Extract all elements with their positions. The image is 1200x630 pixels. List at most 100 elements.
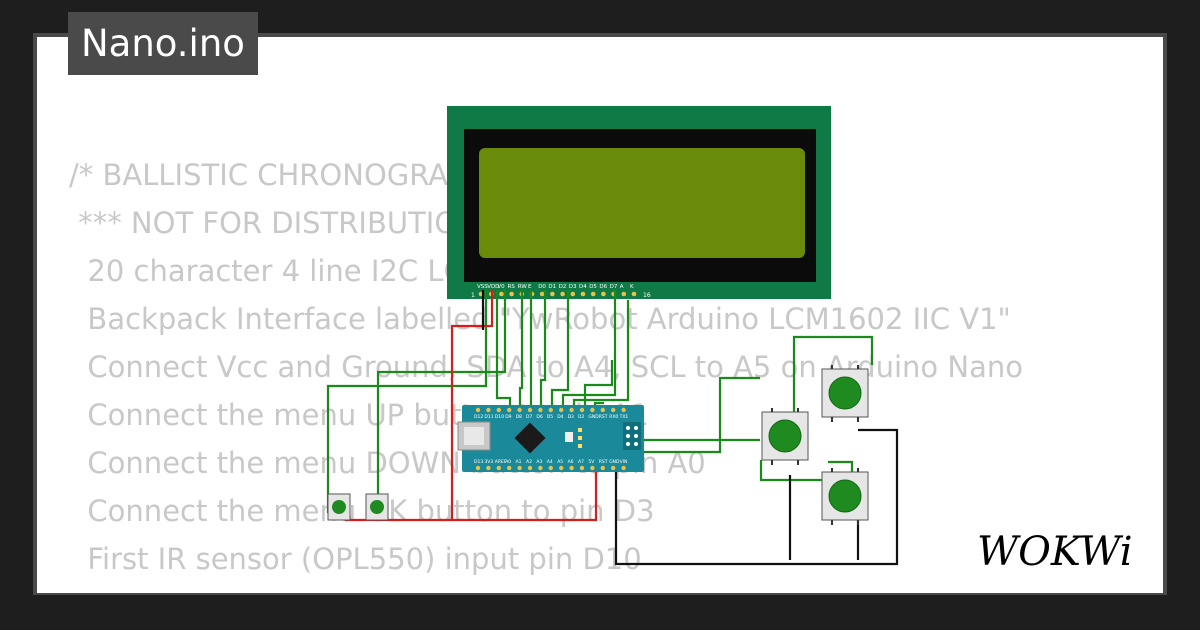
lcd-pin-label: K (630, 284, 634, 290)
nano-pin[interactable] (559, 465, 564, 471)
lcd-pin[interactable] (539, 291, 545, 297)
nano-pin-label: D2 (578, 414, 584, 420)
nano-pin-label: A1 (516, 459, 522, 465)
nano-pin-label: RX0 (609, 414, 618, 420)
nano-pin-label: D9 (505, 414, 511, 420)
pushbutton-small-2[interactable] (365, 493, 389, 521)
lcd-pin[interactable] (601, 291, 606, 297)
nano-pin-label: D4 (557, 414, 563, 420)
lcd-pin-label: E (528, 284, 532, 290)
nano-pin-label: D6 (536, 414, 542, 420)
code-line: First IR sensor (OPL550) input pin D10 (69, 542, 642, 576)
nano-pin[interactable] (517, 465, 522, 471)
lcd-pin[interactable] (580, 291, 586, 297)
lcd-pin-first: 1 (471, 292, 475, 299)
nano-pin-label: D5 (547, 414, 553, 420)
lcd-pin[interactable] (499, 291, 504, 297)
lcd-pin[interactable] (631, 291, 637, 297)
nano-pin-label: 5V (588, 459, 595, 465)
nano-pin[interactable] (527, 407, 533, 413)
nano-pin-label: A3 (536, 459, 542, 465)
nano-pin-label: 3V3 (484, 459, 493, 465)
lcd-screen (479, 148, 805, 258)
nano-pin-label: TX1 (619, 414, 629, 420)
pushbutton-down[interactable] (761, 408, 809, 465)
lcd-pin-label: D6 (599, 284, 607, 290)
nano-pin[interactable] (590, 465, 595, 471)
nano-pin[interactable] (507, 407, 512, 413)
code-line: 20 character 4 line I2C LCD (69, 254, 487, 288)
pushbutton-small-1[interactable] (327, 493, 351, 521)
nano-pin-label: A0 (505, 459, 511, 465)
lcd-pin[interactable] (590, 291, 596, 297)
nano-pin-label: A6 (568, 459, 574, 465)
lcd-pin-label: D3 (569, 284, 577, 290)
lcd-pin[interactable] (570, 291, 576, 297)
nano-pin[interactable] (590, 407, 595, 413)
nano-pin-label: VIN (620, 459, 628, 465)
lcd-pin-label: D7 (610, 284, 618, 290)
project-title[interactable]: Nano.ino (68, 12, 258, 75)
nano-pin[interactable] (475, 465, 481, 471)
reset-button-icon (565, 432, 573, 442)
wokwi-logo: WOKWi (977, 529, 1133, 575)
nano-pin[interactable] (559, 407, 564, 413)
pushbutton-up[interactable] (821, 365, 869, 422)
lcd-pin-label: D0 (538, 284, 546, 290)
nano-pin[interactable] (611, 465, 616, 471)
nano-pin-label: RST (599, 414, 608, 420)
lcd-pin-label: VSS (477, 284, 488, 290)
lcd-pin-label: D2 (559, 284, 567, 290)
nano-pin[interactable] (569, 407, 574, 413)
nano-pin-label: D8 (516, 414, 522, 420)
nano-pin[interactable] (548, 407, 553, 413)
code-line: Connect Vcc and Ground, SDA to A4, SCL t… (69, 350, 1023, 384)
pushbutton-ok[interactable] (821, 468, 869, 525)
mcu-chip (514, 422, 546, 454)
code-line: Second IR sensor (OPL550) input pin D11 (69, 583, 1023, 593)
nano-pin[interactable] (496, 465, 501, 471)
nano-pin[interactable] (621, 465, 626, 471)
code-preview: /* BALLISTIC CHRONOGRAPH *** NOT FOR DIS… (69, 151, 1023, 593)
lcd-pin[interactable] (560, 291, 565, 297)
nano-pin[interactable] (611, 407, 616, 413)
lcd-pin-label: VDD (487, 284, 499, 290)
nano-pin-label: D7 (526, 414, 532, 420)
nano-pin[interactable] (486, 465, 491, 471)
nano-pin[interactable] (548, 465, 553, 471)
lcd-pin-label: D4 (579, 284, 587, 290)
nano-pin[interactable] (517, 407, 522, 413)
lcd-pin-label: D1 (548, 284, 556, 290)
wokwi-logo-text: WOKWi (977, 529, 1133, 575)
nano-pin[interactable] (600, 407, 605, 413)
nano-pin[interactable] (600, 465, 605, 471)
nano-pin[interactable] (507, 465, 512, 471)
nano-pin[interactable] (579, 407, 585, 413)
lcd-pin-label: RW (518, 284, 528, 290)
nano-pin[interactable] (538, 465, 543, 471)
nano-pin[interactable] (475, 407, 481, 413)
nano-pin-label: D3 (568, 414, 574, 420)
nano-pin[interactable] (527, 465, 533, 471)
nano-pin[interactable] (538, 407, 543, 413)
nano-pin[interactable] (569, 465, 574, 471)
lcd-pin-label: A (620, 284, 624, 290)
nano-pin[interactable] (486, 407, 491, 413)
nano-pin[interactable] (579, 465, 585, 471)
code-line: *** NOT FOR DISTRIBUTION (69, 206, 479, 240)
nano-pin[interactable] (496, 407, 501, 413)
nano-pin-label: AREF (495, 459, 507, 465)
lcd-pin[interactable] (509, 291, 514, 297)
lcd-pin[interactable] (550, 291, 555, 297)
lcd-pin-label: RS (508, 284, 516, 290)
nano-pin[interactable] (621, 407, 626, 413)
lcd-pin[interactable] (621, 291, 627, 297)
nano-pin-label: GND (588, 414, 599, 420)
nano-pin-label: A5 (557, 459, 563, 465)
nano-pin-label: A7 (578, 459, 584, 465)
